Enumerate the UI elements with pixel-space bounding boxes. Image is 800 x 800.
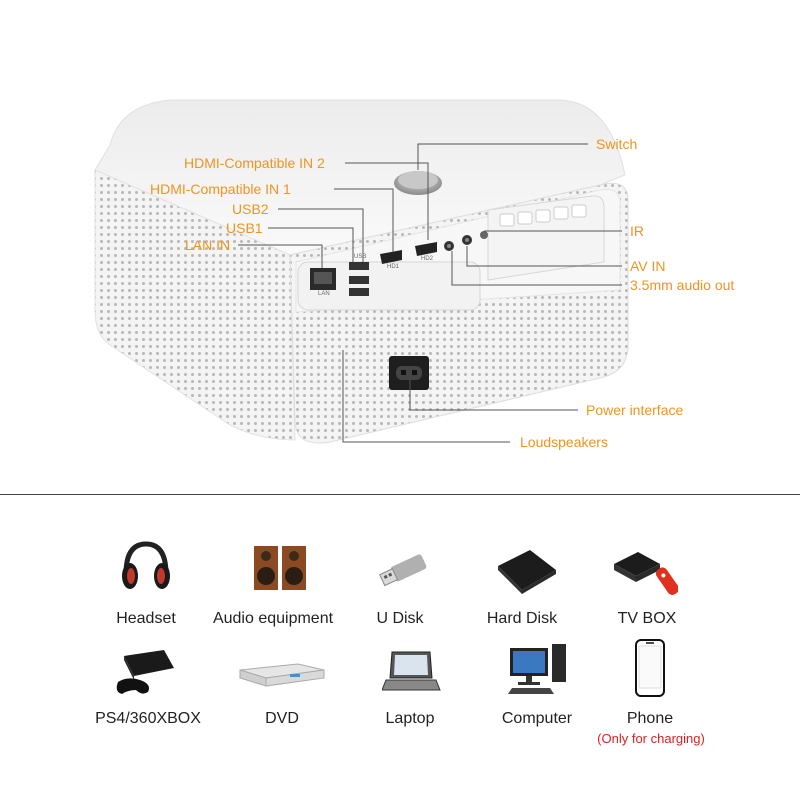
loudspeakers-callout: Loudspeakers (520, 434, 608, 450)
projector-illustration (94, 99, 629, 444)
device-label-headset: Headset (116, 610, 176, 627)
device-label-audio: Audio equipment (212, 610, 334, 627)
usb-disk-icon (379, 554, 427, 587)
switch-callout: Switch (596, 136, 638, 152)
computer-icon (508, 644, 566, 694)
device-label-laptop: Laptop (385, 710, 435, 727)
usb1-callout: USB1 (226, 220, 263, 236)
dvd-player-icon (239, 663, 325, 687)
hd2-port-label: HD2 (421, 256, 434, 262)
lan-port-label: LAN (318, 291, 330, 297)
device-label-computer: Computer (501, 710, 573, 727)
headset-icon (122, 541, 170, 589)
device-label-harddisk: Hard Disk (486, 610, 558, 627)
power-callout: Power interface (586, 402, 684, 418)
device-label-phone: Phone (626, 710, 674, 727)
speakers-icon (254, 546, 306, 590)
usb-port-label: USB (354, 254, 367, 260)
device-label-udisk: U Disk (376, 610, 424, 627)
section-divider (0, 494, 800, 495)
device-label-tvbox: TV BOX (617, 610, 677, 627)
hard-disk-icon (498, 550, 556, 594)
tv-box-icon (614, 552, 678, 595)
hd1-port-label: HD1 (387, 264, 400, 270)
hdmi2-callout: HDMI-Compatible IN 2 (184, 155, 325, 171)
phone-charging-note: (Only for charging) (597, 731, 705, 746)
av-in-callout: AV IN (630, 258, 666, 274)
device-label-console: PS4/360XBOX (95, 710, 201, 727)
usb2-callout: USB2 (232, 201, 269, 217)
lan-in-callout: LAN IN (185, 237, 231, 253)
device-label-dvd: DVD (265, 710, 299, 727)
phone-icon (635, 639, 665, 697)
ir-callout: IR (630, 223, 644, 239)
hdmi1-callout: HDMI-Compatible IN 1 (150, 181, 291, 197)
laptop-icon (382, 651, 441, 691)
audio-out-callout: 3.5mm audio out (630, 277, 735, 293)
game-console-icon (116, 650, 174, 694)
